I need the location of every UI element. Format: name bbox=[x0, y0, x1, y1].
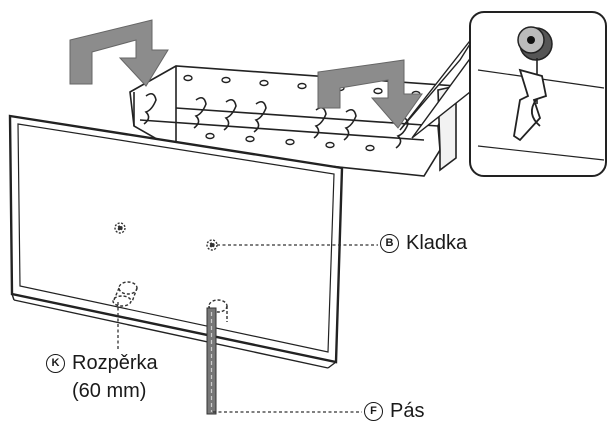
label-pulley: B Kladka bbox=[380, 232, 467, 255]
spacer-part bbox=[112, 281, 138, 307]
pulley-hole bbox=[206, 239, 218, 251]
label-spacer: K Rozpěrka bbox=[46, 352, 158, 375]
mounting-hole bbox=[114, 222, 126, 234]
leader-lines bbox=[117, 244, 378, 413]
strap-text: Pás bbox=[390, 400, 425, 422]
pulley-text: Kladka bbox=[406, 232, 468, 254]
hook-icon bbox=[513, 68, 548, 142]
zoom-callout bbox=[399, 11, 607, 177]
tv-panel bbox=[8, 114, 344, 415]
down-arrow-icon bbox=[69, 19, 169, 87]
label-strap: F Pás bbox=[364, 400, 424, 423]
pulley-icon bbox=[517, 26, 553, 104]
pulley-badge: B bbox=[380, 234, 399, 253]
spacer-text: Rozpěrka bbox=[72, 352, 158, 374]
strap-badge: F bbox=[364, 402, 383, 421]
spacer-size: (60 mm) bbox=[72, 380, 147, 402]
strap-part bbox=[206, 307, 217, 415]
down-arrow-icon-right bbox=[317, 59, 423, 129]
spacer-badge: K bbox=[46, 354, 65, 373]
